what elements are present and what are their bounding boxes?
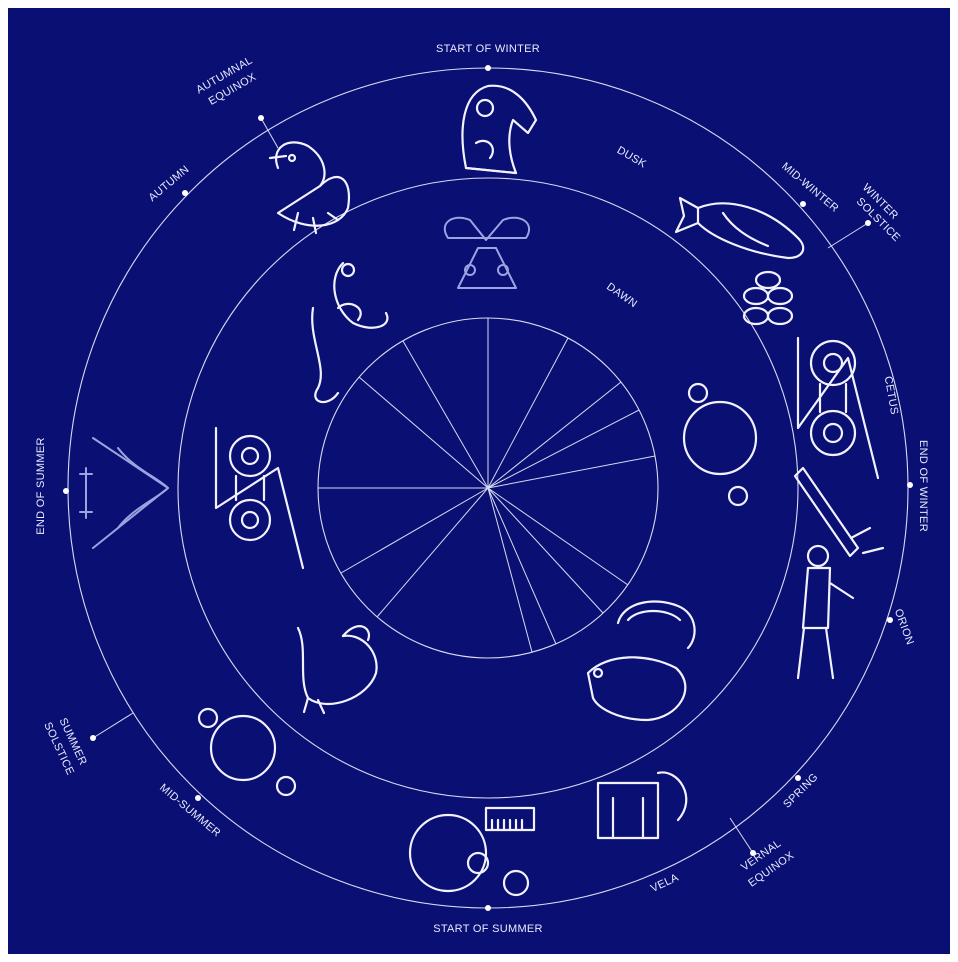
crescent-v-rod-symbol-icon (80, 438, 168, 548)
double-disc-z-rod-symbol-icon (798, 338, 878, 478)
double-disc-left-symbol-icon (216, 428, 303, 568)
swan-symbol-icon (298, 626, 377, 713)
horse-head-symbol-icon (462, 86, 536, 173)
tuning-fork-mirror-symbol-icon (598, 772, 686, 838)
label-end-of-winter: END OF WINTER (917, 440, 929, 532)
label-spring: SPRING (781, 771, 821, 811)
mirror-left-symbol-icon (199, 709, 295, 795)
autumn-marker (182, 190, 188, 196)
spring-marker (795, 775, 801, 781)
sword-symbol-icon (795, 468, 883, 556)
autumnal-equinox-marker (258, 115, 264, 121)
spoke (488, 338, 568, 488)
summer-solstice-marker (90, 735, 96, 741)
label-dawn: DAWN (604, 281, 639, 311)
inner-spokes (318, 318, 655, 652)
goose-symbol-icon (270, 142, 349, 233)
spoke (359, 377, 488, 488)
start-of-winter-marker (485, 65, 491, 71)
spoke (377, 488, 488, 617)
spoke (403, 341, 488, 488)
mid-summer-marker (195, 795, 201, 801)
label-mid-winter: MID-WINTER (779, 161, 841, 215)
labels: START OF WINTER AUTUMNAL EQUINOX AUTUMN … (35, 43, 929, 935)
spoke (341, 488, 488, 573)
label-cetus: CETUS (882, 375, 901, 415)
mid-winter-marker (800, 201, 806, 207)
hunter-figure-symbol-icon (798, 546, 853, 678)
label-orion: ORION (892, 607, 916, 646)
winter-solstice-marker (865, 220, 871, 226)
summer-solstice-connector (93, 713, 133, 738)
end-of-summer-marker (63, 488, 69, 494)
mirror-symbol-icon (684, 384, 756, 505)
spoke (488, 382, 621, 488)
start-of-summer-marker (485, 905, 491, 911)
beast-symbol-icon (445, 218, 529, 288)
winter-solstice-connector (828, 223, 868, 248)
pictish-beast-symbol-icon (312, 263, 387, 402)
spoke (488, 456, 655, 488)
label-vela: VELA (649, 871, 681, 894)
label-start-of-winter: START OF WINTER (436, 43, 540, 55)
comb-mirror-symbol-icon (410, 808, 534, 895)
spoke (488, 410, 639, 488)
label-start-of-summer: START OF SUMMER (433, 923, 543, 935)
fish-symbol-icon (676, 198, 803, 258)
bird-crescent-symbol-icon (588, 601, 695, 720)
end-of-winter-marker (907, 482, 913, 488)
label-dusk: DUSK (615, 144, 649, 170)
label-end-of-summer: END OF SUMMER (35, 437, 47, 534)
pictish-calendar-wheel: START OF WINTER AUTUMNAL EQUINOX AUTUMN … (8, 8, 950, 954)
orion-marker (887, 617, 893, 623)
label-mid-summer: MID-SUMMER (157, 782, 223, 840)
triple-disc-symbol-icon (744, 272, 792, 324)
